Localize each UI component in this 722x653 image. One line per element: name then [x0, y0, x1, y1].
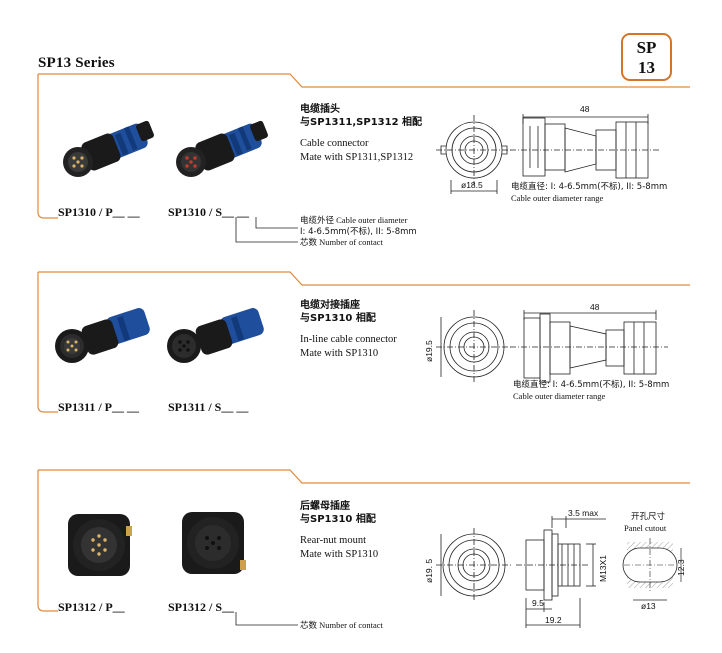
sp1311-range-en: Cable outer diameter range	[513, 391, 606, 401]
sp1312-thread-dim: M13X1	[598, 555, 608, 582]
sp1312-side-view	[516, 516, 606, 628]
contact-count-zh: 芯数	[300, 238, 318, 248]
sp1311-title-zh: 电缆对接插座	[300, 300, 360, 311]
sp1311-plug-model: SP1311 / P__ __	[58, 400, 140, 414]
sp1310-mate-en: Mate with SP1311,SP1312	[300, 152, 414, 163]
series-title: SP13 Series	[38, 55, 115, 71]
sp1310-front-view	[436, 115, 512, 194]
cable-diameter-values: I: 4-6.5mm(不标), II: 5-8mm	[300, 227, 417, 237]
sp1311-socket-model: SP1311 / S__ __	[168, 400, 249, 414]
sp1312-socket-photo	[182, 512, 246, 574]
sp1312-title-zh: 后螺母插座	[300, 501, 350, 512]
sp1310-socket-model: SP1310 / S__ __	[168, 205, 250, 219]
sp1310-cable-annotation: 电缆外径 Cable outer diameter	[300, 215, 407, 227]
sp1311-side-view	[510, 310, 668, 383]
sp1310-cable-values: I: 4-6.5mm(不标), II: 5-8mm	[300, 226, 417, 238]
sp1310-contact-annotation: 芯数 Number of contact	[300, 237, 383, 249]
sp1311-mate-en: Mate with SP1310	[300, 348, 379, 359]
sp1310-socket-photo	[176, 120, 268, 177]
section1-top-rule	[38, 73, 690, 88]
sp1312-plug-photo	[68, 514, 132, 576]
sp1311-range-zh-text: 电缆直径: I: 4-6.5mm(不标), II: 5-8mm	[513, 380, 670, 390]
sp1310-title-en: Cable connector	[300, 138, 369, 149]
sp1312-contact-annotation: 芯数 Number of contact	[300, 620, 383, 632]
section1-left-rule	[37, 74, 58, 219]
cable-diameter-zh: 电缆外径	[300, 216, 335, 226]
section3-top-rule	[38, 469, 690, 484]
section3-left-rule	[37, 470, 58, 612]
sp1311-plug-photo	[55, 308, 150, 363]
sp1311-mate-zh: 与SP1310 相配	[300, 313, 376, 324]
cutout-diameter-dim: ø13	[641, 601, 656, 611]
cutout-title-zh: 开孔尺寸	[631, 512, 666, 522]
cutout-height-dim: 12.3	[676, 559, 686, 576]
sp1310-diameter-dim: ø18.5	[461, 180, 483, 190]
sp1311-diameter-dim: ø19.5	[424, 340, 434, 362]
sp1312-contact-count-zh: 芯数	[300, 621, 318, 631]
section-rules	[37, 73, 690, 612]
sp1310-title-zh: 电缆插头	[300, 104, 340, 115]
sp1311-range-zh: 电缆直径: I: 4-6.5mm(不标), II: 5-8mm	[513, 378, 669, 391]
section2-top-rule	[38, 271, 690, 286]
sp1310-plug-model: SP1310 / P__ __	[58, 205, 140, 219]
sp1310-side-view	[510, 114, 660, 179]
sp1312-socket-model: SP1312 / S__	[168, 600, 235, 614]
sp1310-range-zh-text: 电缆直径: I: 4-6.5mm(不标), II: 5-8mm	[511, 182, 668, 192]
sp1312-length-dim: 19.2	[545, 615, 562, 625]
series-badge: SP 13	[621, 33, 672, 81]
sp1312-front-view	[436, 528, 512, 602]
sp1312-title-en: Rear-nut mount	[300, 535, 366, 546]
sp1312-leader-line	[235, 612, 298, 626]
sp1312-mate-zh: 与SP1310 相配	[300, 514, 376, 525]
sp1310-range-en: Cable outer diameter range	[511, 193, 604, 203]
panel-cutout-drawing	[622, 538, 682, 601]
sp1312-mate-en: Mate with SP1310	[300, 549, 379, 560]
sp1310-length-dim: 48	[580, 104, 590, 114]
sp1312-contact-count-en: Number of contact	[317, 620, 383, 630]
cable-diameter-en: Cable outer diameter	[334, 215, 408, 225]
badge-line-1: SP	[636, 38, 657, 57]
sp1312-diameter-dim: ø19. 5	[424, 558, 434, 583]
sp1312-plug-model: SP1312 / P__	[58, 600, 125, 614]
cutout-title-en: Panel cutout	[624, 523, 667, 533]
contact-count-en: Number of contact	[317, 237, 383, 247]
sp1311-title-en: In-line cable connector	[300, 334, 397, 345]
sp1312-depth-dim: 9.5	[532, 598, 544, 608]
sp1310-mate-zh: 与SP1311,SP1312 相配	[300, 117, 423, 128]
sp1310-leader-lines	[235, 217, 298, 243]
sp1310-range-zh: 电缆直径: I: 4-6.5mm(不标), II: 5-8mm	[511, 180, 667, 193]
sp1310-plug-photo	[63, 120, 154, 177]
sp1311-socket-photo	[167, 308, 264, 363]
sp1311-front-view	[436, 310, 512, 384]
badge-line-2: 13	[638, 58, 655, 77]
sp1311-length-dim: 48	[590, 302, 600, 312]
sp1312-max-dim: 3.5 max	[568, 508, 599, 518]
section2-left-rule	[37, 272, 58, 413]
